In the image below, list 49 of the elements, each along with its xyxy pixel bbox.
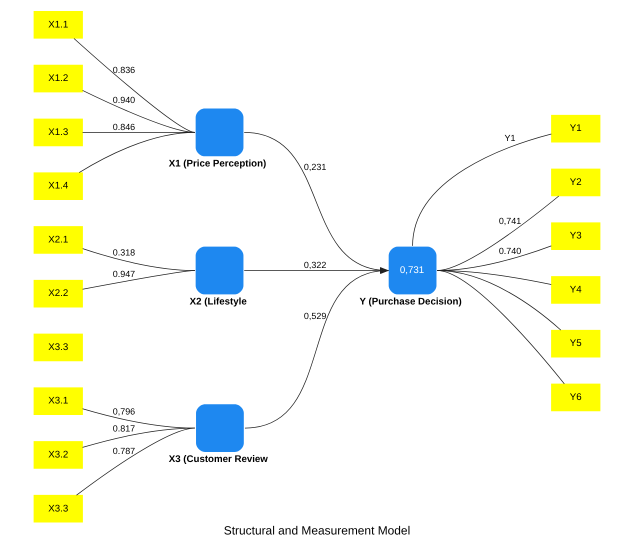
node-box: X1.3 [33, 118, 82, 146]
edge-label: 0,322 [303, 260, 326, 270]
node-box: Y5 [550, 330, 600, 358]
node-box [196, 404, 244, 452]
node-box [195, 246, 243, 294]
connector [412, 134, 552, 246]
connector [78, 132, 195, 173]
edge-label: 0.846 [112, 122, 135, 132]
connector [82, 270, 195, 290]
node-box: X3.3 [33, 334, 82, 362]
connector [82, 408, 195, 428]
node-box: X1.4 [33, 172, 82, 200]
edge-label: 0,796 [112, 406, 135, 416]
edge-label: 0.817 [112, 424, 135, 434]
connector [436, 270, 564, 384]
connector [82, 248, 195, 271]
edge-label: 0,231 [303, 162, 326, 172]
caption: Structural and Measurement Model [223, 524, 410, 538]
edge-label: 0,529 [303, 310, 326, 321]
node-box: Y1 [550, 114, 600, 142]
node-box: X1.1 [33, 11, 82, 39]
node-label: Y (Purchase Decision) [359, 296, 462, 308]
node-box: X3.3 [33, 494, 82, 523]
edge-label: 0.740 [498, 246, 521, 256]
connector [76, 428, 195, 496]
node-box: 0,731 [388, 246, 436, 294]
node-box: Y6 [550, 384, 600, 412]
edge-label: 0.940 [112, 94, 135, 105]
connector [82, 428, 195, 448]
node-box: X3.2 [33, 441, 82, 469]
edge-label: 0.947 [112, 268, 135, 279]
edge-label: 0,741 [498, 216, 521, 226]
edge-label: 0.787 [112, 446, 135, 456]
node-box: X3.1 [33, 387, 82, 416]
node-box [195, 108, 243, 156]
connector [73, 38, 195, 133]
connector [436, 270, 561, 330]
edge-label: Y1 [504, 133, 516, 144]
node-box: Y2 [550, 168, 600, 196]
node-box: Y4 [550, 276, 600, 304]
node-box: X2.1 [33, 226, 82, 254]
node-label: X1 (Price Perception) [168, 158, 266, 170]
edge-label: 0.836 [112, 65, 135, 76]
node-box: X1.2 [33, 64, 82, 92]
node-label: X2 (Lifestyle [189, 296, 246, 308]
node-box: X2.2 [33, 280, 82, 308]
node-label: X3 (Customer Review [168, 454, 268, 465]
node-box: Y3 [550, 222, 600, 250]
edge-label: 0.318 [112, 247, 135, 258]
